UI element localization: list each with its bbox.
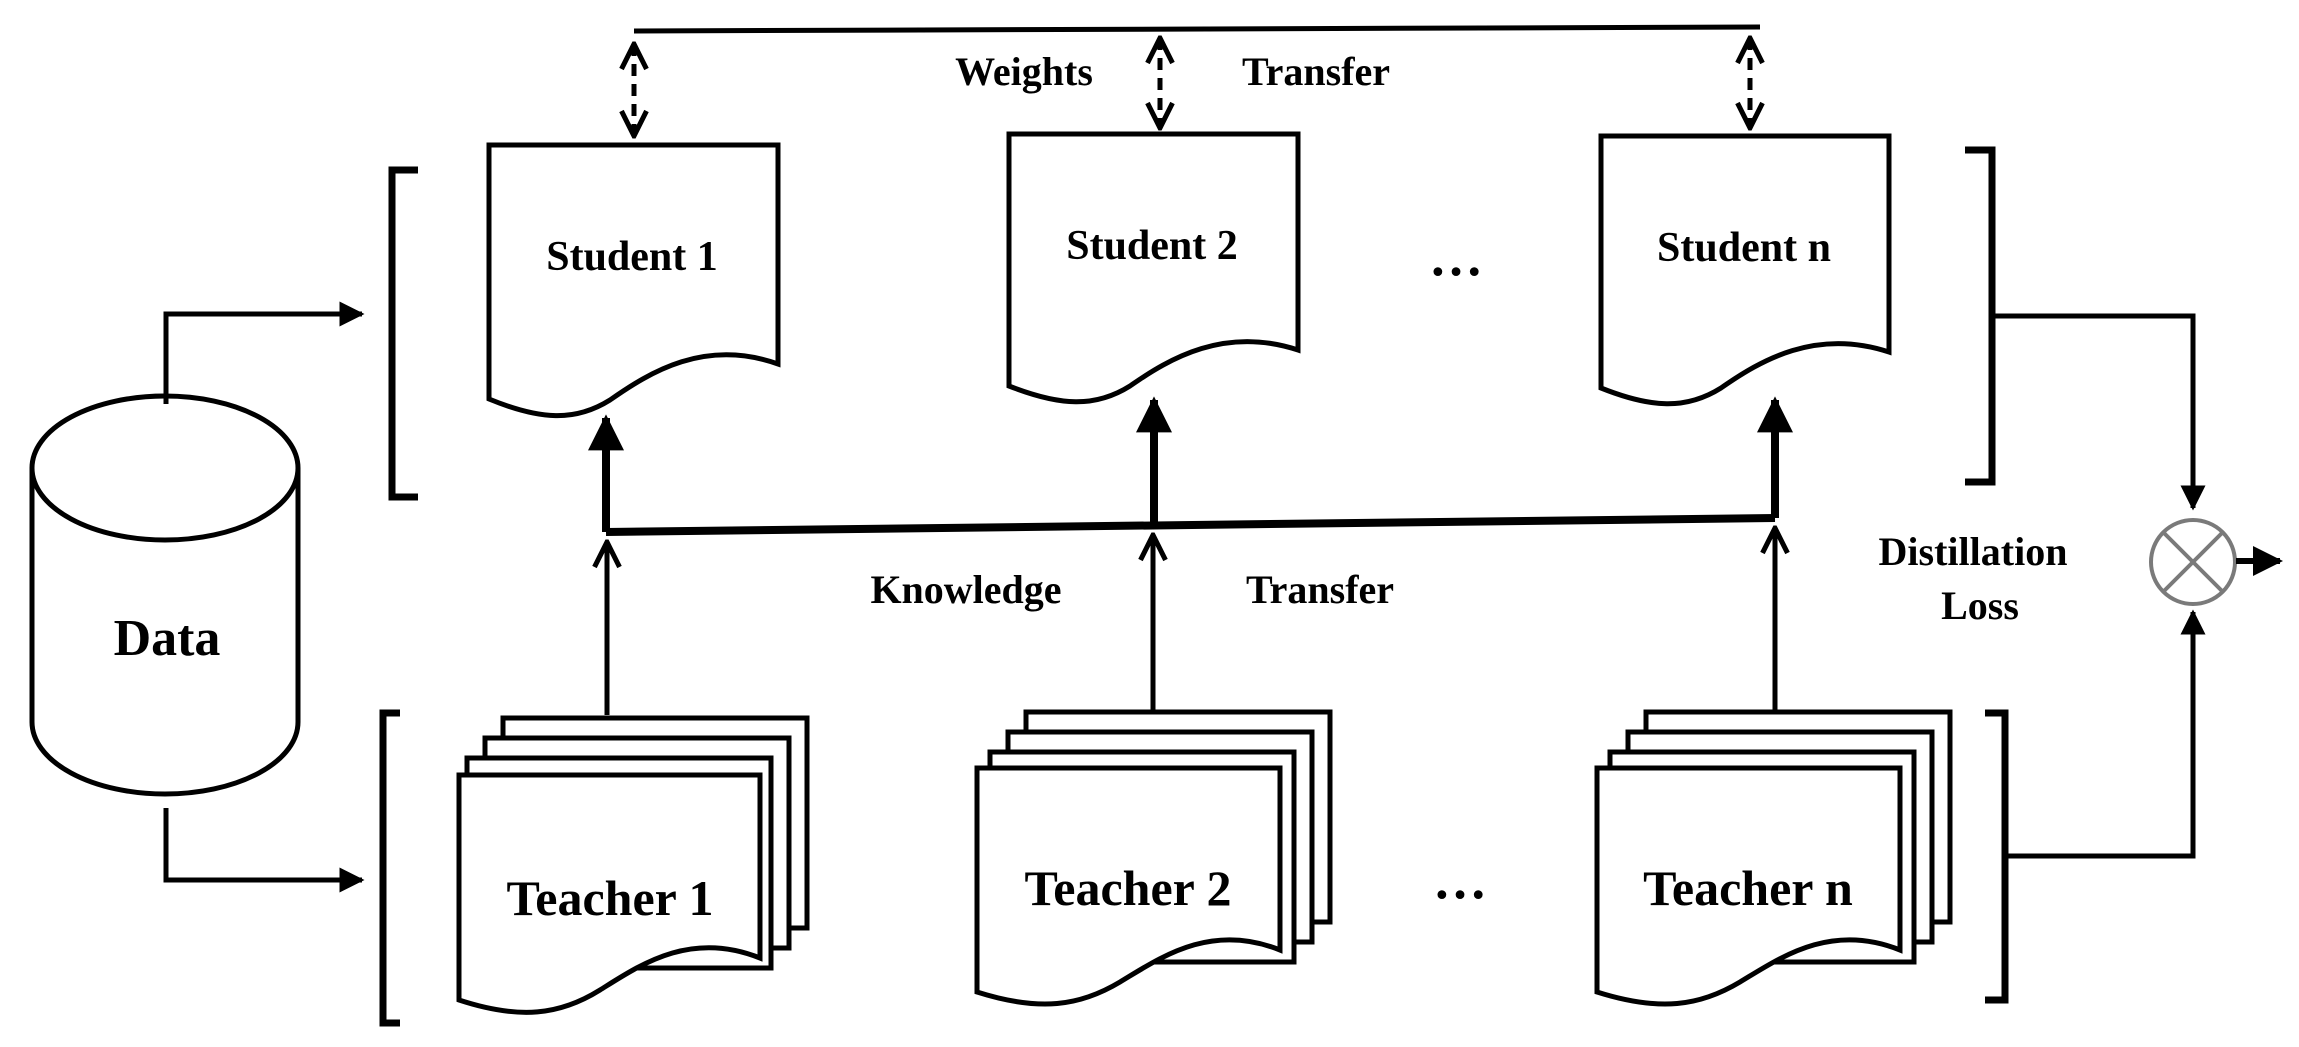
loss-label: Loss: [1941, 583, 2019, 628]
teachers-ellipsis: …: [1433, 850, 1487, 910]
teacher-2: Teacher 2: [974, 709, 1333, 1007]
weights-transfer-label: Transfer: [1242, 49, 1390, 94]
students-left-bracket: [388, 166, 418, 501]
knowledge-transfer-label: Transfer: [1246, 567, 1394, 612]
teachers-left-bracket: [379, 709, 400, 1027]
knowledge-label: Knowledge: [870, 567, 1061, 612]
student-1-label: Student 1: [546, 234, 718, 280]
student-2-label: Student 2: [1066, 223, 1238, 269]
data-to-students-arrow: [163, 301, 365, 404]
student-2: Student 2: [1006, 131, 1301, 405]
weights-transfer-line: [633, 24, 1761, 34]
teacher-n: Teacher n: [1594, 709, 1953, 1007]
teacher-2-label: Teacher 2: [1025, 860, 1232, 916]
distillation-label: Distillation: [1879, 529, 2068, 574]
data-store-label: Data: [114, 610, 221, 667]
teacher-1: Teacher 1: [456, 715, 810, 1015]
teachers-to-loss-line: [2005, 609, 2206, 859]
weights-label: Weights: [955, 49, 1093, 94]
student-1: Student 1: [486, 142, 781, 419]
teacher-n-label: Teacher n: [1643, 860, 1853, 916]
loss-operator: [2149, 518, 2237, 606]
students-right-bracket: [1965, 146, 1996, 486]
students-to-loss-line: [1992, 313, 2206, 511]
data-store: Data: [29, 393, 301, 797]
student-n-label: Student n: [1657, 225, 1831, 271]
knowledge-transfer-line: [605, 514, 1776, 536]
students-ellipsis: …: [1429, 227, 1483, 287]
teacher-1-label: Teacher 1: [507, 870, 714, 926]
data-to-teachers-arrow: [163, 808, 365, 893]
student-n: Student n: [1598, 133, 1892, 407]
teachers-right-bracket: [1985, 709, 2009, 1004]
